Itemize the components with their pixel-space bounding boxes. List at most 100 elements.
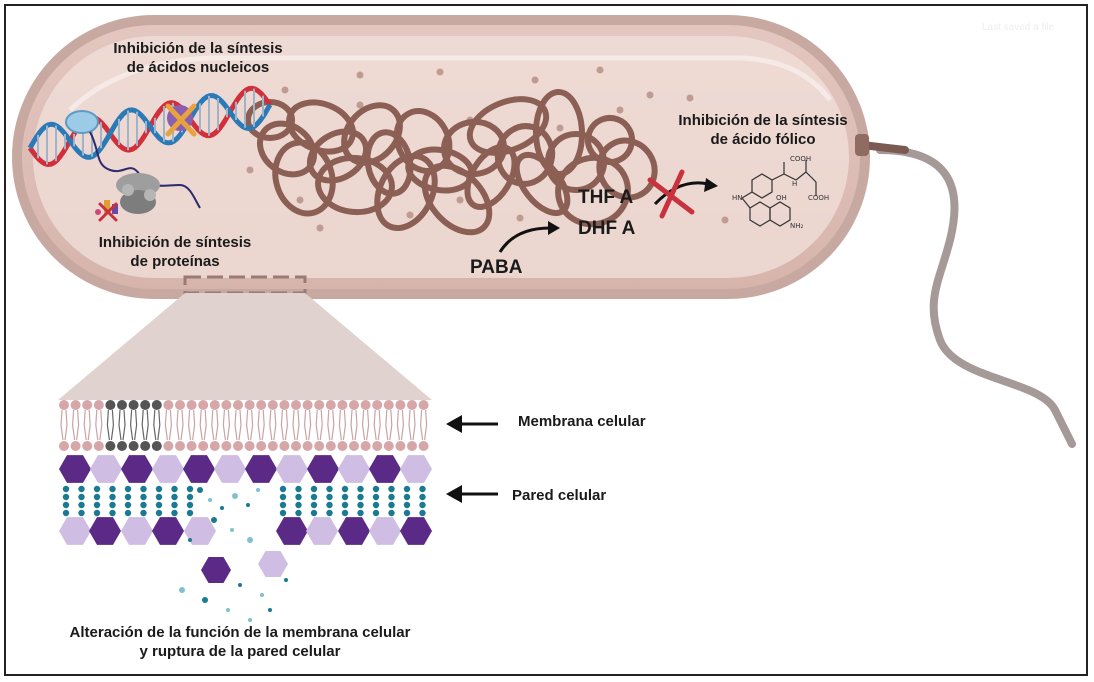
zoom-region-box — [183, 275, 307, 295]
glycan-hexagon — [90, 455, 122, 483]
label-nucleic-acid-inhibition: Inhibición de la síntesis de ácidos nucl… — [98, 40, 298, 78]
lipid-tail — [385, 409, 389, 441]
peptide-bead — [372, 501, 380, 509]
lipid-tail — [396, 409, 400, 441]
label-cell-wall: Pared celular — [512, 487, 607, 504]
lipid-head — [279, 441, 290, 451]
lipid-head — [349, 441, 359, 451]
flagellum — [876, 146, 1076, 448]
lipid-tail — [122, 409, 126, 441]
cell-highlight — [68, 55, 832, 112]
glycan-hexagon — [152, 455, 184, 483]
lipid-tail — [261, 409, 265, 441]
flagellum-hook — [858, 141, 909, 154]
peptide-fragment — [247, 537, 253, 543]
lipid-head — [256, 441, 267, 451]
label-membrane: Membrana celular — [518, 413, 646, 430]
peptide-bead — [295, 509, 302, 517]
glycan-hexagon — [307, 455, 339, 483]
glycan-hexagon — [121, 517, 153, 545]
peptide-bead — [124, 501, 132, 509]
chem-label-nh2: NH₂ — [790, 222, 804, 230]
ribosome-icon — [116, 173, 160, 214]
chem-label-cooh: COOH — [790, 155, 811, 163]
lipid-tail — [245, 409, 250, 441]
peptide-bead — [419, 485, 426, 493]
peptide-bead — [341, 509, 349, 517]
glycan-hexagon — [89, 517, 121, 545]
lipid-head — [128, 400, 139, 410]
zoom-cone — [58, 293, 432, 400]
lipid-tail — [226, 409, 231, 441]
lipid-head — [186, 441, 197, 451]
peptide-fragment — [248, 618, 252, 622]
lipid-head — [407, 400, 417, 410]
peptide-bead — [295, 485, 302, 493]
granule — [686, 94, 694, 102]
lipid-tail — [157, 409, 161, 441]
chem-label-cooh: COOH — [808, 194, 829, 202]
lipid-tail — [296, 409, 300, 441]
glycan-hexagon — [258, 551, 288, 577]
peptide-bead — [62, 501, 70, 509]
peptide-bead — [78, 509, 85, 517]
label-line: Inhibición de la síntesis — [113, 40, 283, 57]
peptide-bead — [310, 501, 318, 509]
lipid-tail — [145, 409, 149, 441]
arrow-icon — [446, 415, 498, 433]
lipid-tail — [319, 409, 323, 441]
peptide-bead — [310, 493, 318, 501]
lipid-head — [233, 441, 243, 451]
lipid-head — [314, 400, 325, 410]
peptide-bead — [124, 493, 132, 501]
flagellum-motor — [855, 134, 869, 156]
lipid-tail — [250, 409, 254, 441]
peptide-bead — [326, 501, 333, 509]
lipid-head — [383, 441, 394, 451]
lipid-tail — [377, 409, 381, 441]
lipid-bilayer — [59, 400, 429, 451]
chem-label-hn: HN — [732, 194, 743, 202]
lipid-tail — [292, 409, 296, 441]
glycan-hexagon — [59, 517, 91, 545]
peptide-bead — [310, 509, 318, 517]
lipid-tail — [180, 409, 184, 441]
red-x-icon — [647, 169, 695, 219]
glycan-hexagon — [338, 455, 370, 483]
peptide-bead — [419, 493, 426, 501]
granule — [531, 76, 539, 84]
lipid-tail — [342, 409, 347, 441]
peptide-bead — [403, 501, 411, 509]
granule — [516, 214, 524, 222]
lipid-head — [163, 441, 174, 451]
peptide-bead — [357, 485, 364, 493]
chem-label-h: H — [792, 180, 797, 188]
label-thfa: THF A — [578, 187, 634, 208]
lipid-head — [291, 441, 301, 451]
lipid-head — [175, 441, 185, 451]
peptide-bead — [93, 485, 101, 493]
lipid-head — [59, 400, 69, 410]
peptide-bead — [109, 493, 116, 501]
peptide-bead — [93, 493, 101, 501]
red-x-icon — [98, 202, 118, 222]
lipid-head — [163, 400, 174, 410]
lipid-tail — [176, 409, 180, 441]
glycan-hexagon — [276, 517, 308, 545]
peptide-bead — [78, 501, 85, 509]
peptide-bead — [326, 485, 333, 493]
chromosome-loop — [555, 154, 631, 228]
lipid-head — [209, 441, 220, 451]
peptide-bead — [372, 493, 380, 501]
lipid-head — [372, 400, 383, 410]
glycan-hexagon — [184, 517, 216, 545]
polymerase-icon — [65, 110, 99, 134]
lipid-head — [291, 400, 301, 410]
glycan-hexagon — [201, 557, 231, 583]
lipid-tail — [106, 409, 110, 441]
peptide-fragment — [226, 608, 230, 612]
arrow-icon — [498, 226, 551, 253]
peptide-bead — [279, 501, 287, 509]
lipid-head — [209, 400, 220, 410]
